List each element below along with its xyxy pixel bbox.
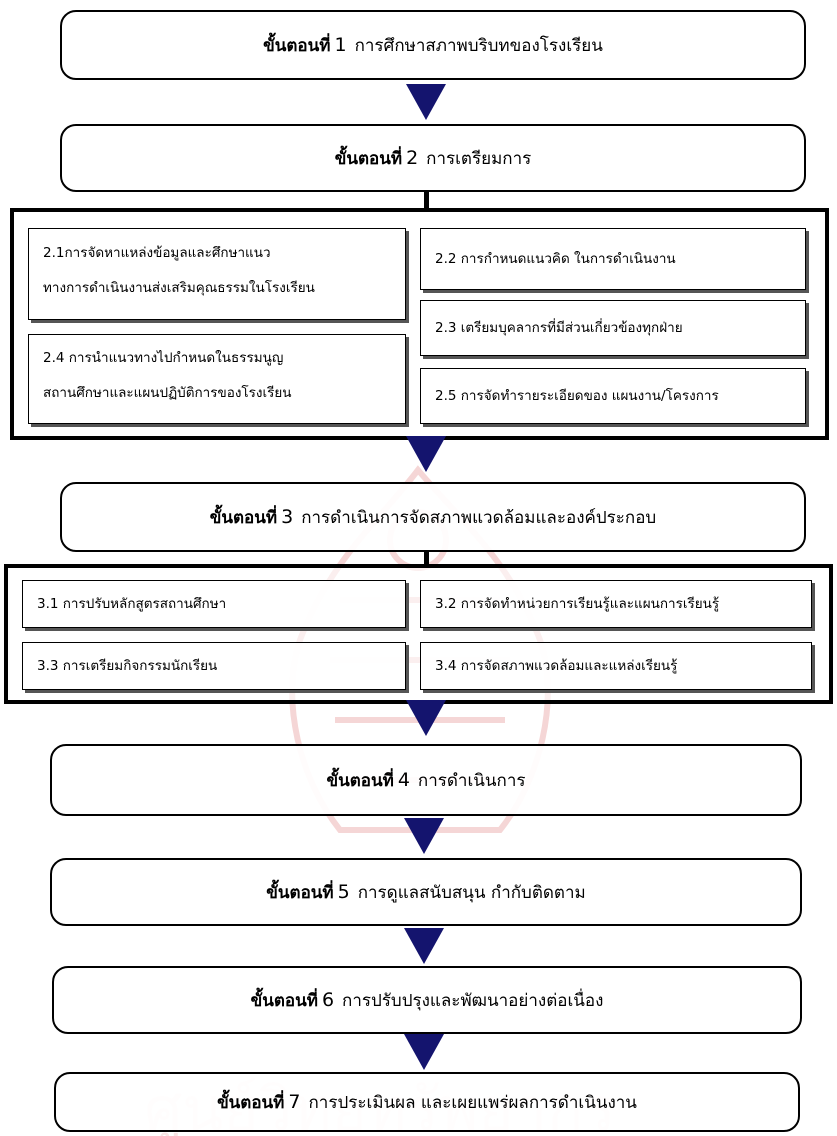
stage-label: การศึกษาสภาพบริบทของโรงเรียน xyxy=(354,35,603,56)
substep-3-3: 3.3 การเตรียมกิจกรรมนักเรียน xyxy=(22,642,406,690)
flow-arrow xyxy=(406,700,446,736)
substep-label: 2.2 การกำหนดแนวคิด ในการดำเนินงาน xyxy=(435,251,676,267)
substep-line: สถานศึกษาและแผนปฏิบัติการของโรงเรียน xyxy=(43,385,292,401)
substep-2-5: 2.5 การจัดทำรายระเอียดของ แผนงาน/โครงการ xyxy=(420,368,806,424)
stage-keyword: ขั้นตอนที่ xyxy=(266,882,334,903)
substep-label: 3.1 การปรับหลักสูตรสถานศึกษา xyxy=(37,596,227,612)
substep-label: 3.4 การจัดสภาพแวดล้อมและแหล่งเรียนรู้ xyxy=(435,658,678,674)
substep-2-4: 2.4 การนำแนวทางไปกำหนดในธรรมนูญ สถานศึกษ… xyxy=(28,334,406,424)
substep-label: 2.5 การจัดทำรายระเอียดของ แผนงาน/โครงการ xyxy=(435,388,719,404)
stage-keyword: ขั้นตอนที่ xyxy=(334,148,403,169)
stage-1-box: ขั้นตอนที่ 1 การศึกษาสภาพบริบทของโรงเรีย… xyxy=(60,10,806,80)
stage-keyword: ขั้นตอนที่ xyxy=(217,1092,285,1113)
stage-number: 6 xyxy=(321,989,335,1011)
substep-3-1: 3.1 การปรับหลักสูตรสถานศึกษา xyxy=(22,580,406,628)
substep-3-4: 3.4 การจัดสภาพแวดล้อมและแหล่งเรียนรู้ xyxy=(420,642,812,690)
stage-number: 5 xyxy=(337,881,350,903)
stage-label: การดูแลสนับสนุน กำกับติดตาม xyxy=(357,882,586,903)
substep-2-3: 2.3 เตรียมบุคลากรที่มีส่วนเกี่ยวข้องทุกฝ… xyxy=(420,300,806,356)
substep-label: 2.3 เตรียมบุคลากรที่มีส่วนเกี่ยวข้องทุกฝ… xyxy=(435,320,683,336)
substep-3-2: 3.2 การจัดทำหน่วยการเรียนรู้และแผนการเรี… xyxy=(420,580,812,628)
stage-label: การเตรียมการ xyxy=(426,148,532,169)
stage-label: การประเมินผล และเผยแพร่ผลการดำเนินงาน xyxy=(308,1092,637,1113)
flow-arrow xyxy=(404,818,444,854)
substep-line: 2.4 การนำแนวทางไปกำหนดในธรรมนูญ xyxy=(43,350,284,366)
substep-line: 2.1การจัดหาแหล่งข้อมูลและศึกษาแนว xyxy=(43,245,271,261)
substep-2-1: 2.1การจัดหาแหล่งข้อมูลและศึกษาแนว ทางการ… xyxy=(28,228,406,320)
flow-arrow xyxy=(406,436,446,472)
connector-line xyxy=(424,192,429,210)
substep-label: 3.2 การจัดทำหน่วยการเรียนรู้และแผนการเรี… xyxy=(435,596,720,612)
stage-keyword: ขั้นตอนที่ xyxy=(263,35,331,56)
stage-number: 7 xyxy=(288,1091,301,1113)
stage-label: การดำเนินการจัดสภาพแวดล้อมและองค์ประกอบ xyxy=(301,507,657,528)
stage-5-box: ขั้นตอนที่ 5 การดูแลสนับสนุน กำกับติดตาม xyxy=(50,858,802,926)
flow-arrow xyxy=(406,84,446,120)
connector-line xyxy=(424,552,429,566)
stage-2-box: ขั้นตอนที่ 2 การเตรียมการ xyxy=(60,124,806,192)
stage-label: การดำเนินการ xyxy=(417,770,526,791)
stage-4-box: ขั้นตอนที่ 4 การดำเนินการ xyxy=(50,744,802,816)
stage-keyword: ขั้นตอนที่ xyxy=(326,770,394,791)
substep-line: ทางการดำเนินงานส่งเสริมคุณธรรมในโรงเรียน xyxy=(43,280,315,296)
stage-7-box: ขั้นตอนที่ 7 การประเมินผล และเผยแพร่ผลกา… xyxy=(54,1072,800,1132)
stage-6-box: ขั้นตอนที่ 6 การปรับปรุงและพัฒนาอย่างต่อ… xyxy=(52,966,802,1034)
stage-number: 1 xyxy=(334,34,347,56)
stage-3-box: ขั้นตอนที่ 3 การดำเนินการจัดสภาพแวดล้อมแ… xyxy=(60,482,806,552)
stage-label: การปรับปรุงและพัฒนาอย่างต่อเนื่อง xyxy=(342,990,604,1011)
substep-2-2: 2.2 การกำหนดแนวคิด ในการดำเนินงาน xyxy=(420,228,806,290)
substep-label: 3.3 การเตรียมกิจกรรมนักเรียน xyxy=(37,658,218,674)
stage-keyword: ขั้นตอนที่ xyxy=(209,507,278,528)
flow-arrow xyxy=(404,928,444,964)
flow-arrow xyxy=(404,1034,444,1070)
stage-number: 2 xyxy=(406,147,419,169)
stage-number: 4 xyxy=(397,769,410,791)
stage-keyword: ขั้นตอนที่ xyxy=(250,990,318,1011)
stage-number: 3 xyxy=(281,506,294,528)
